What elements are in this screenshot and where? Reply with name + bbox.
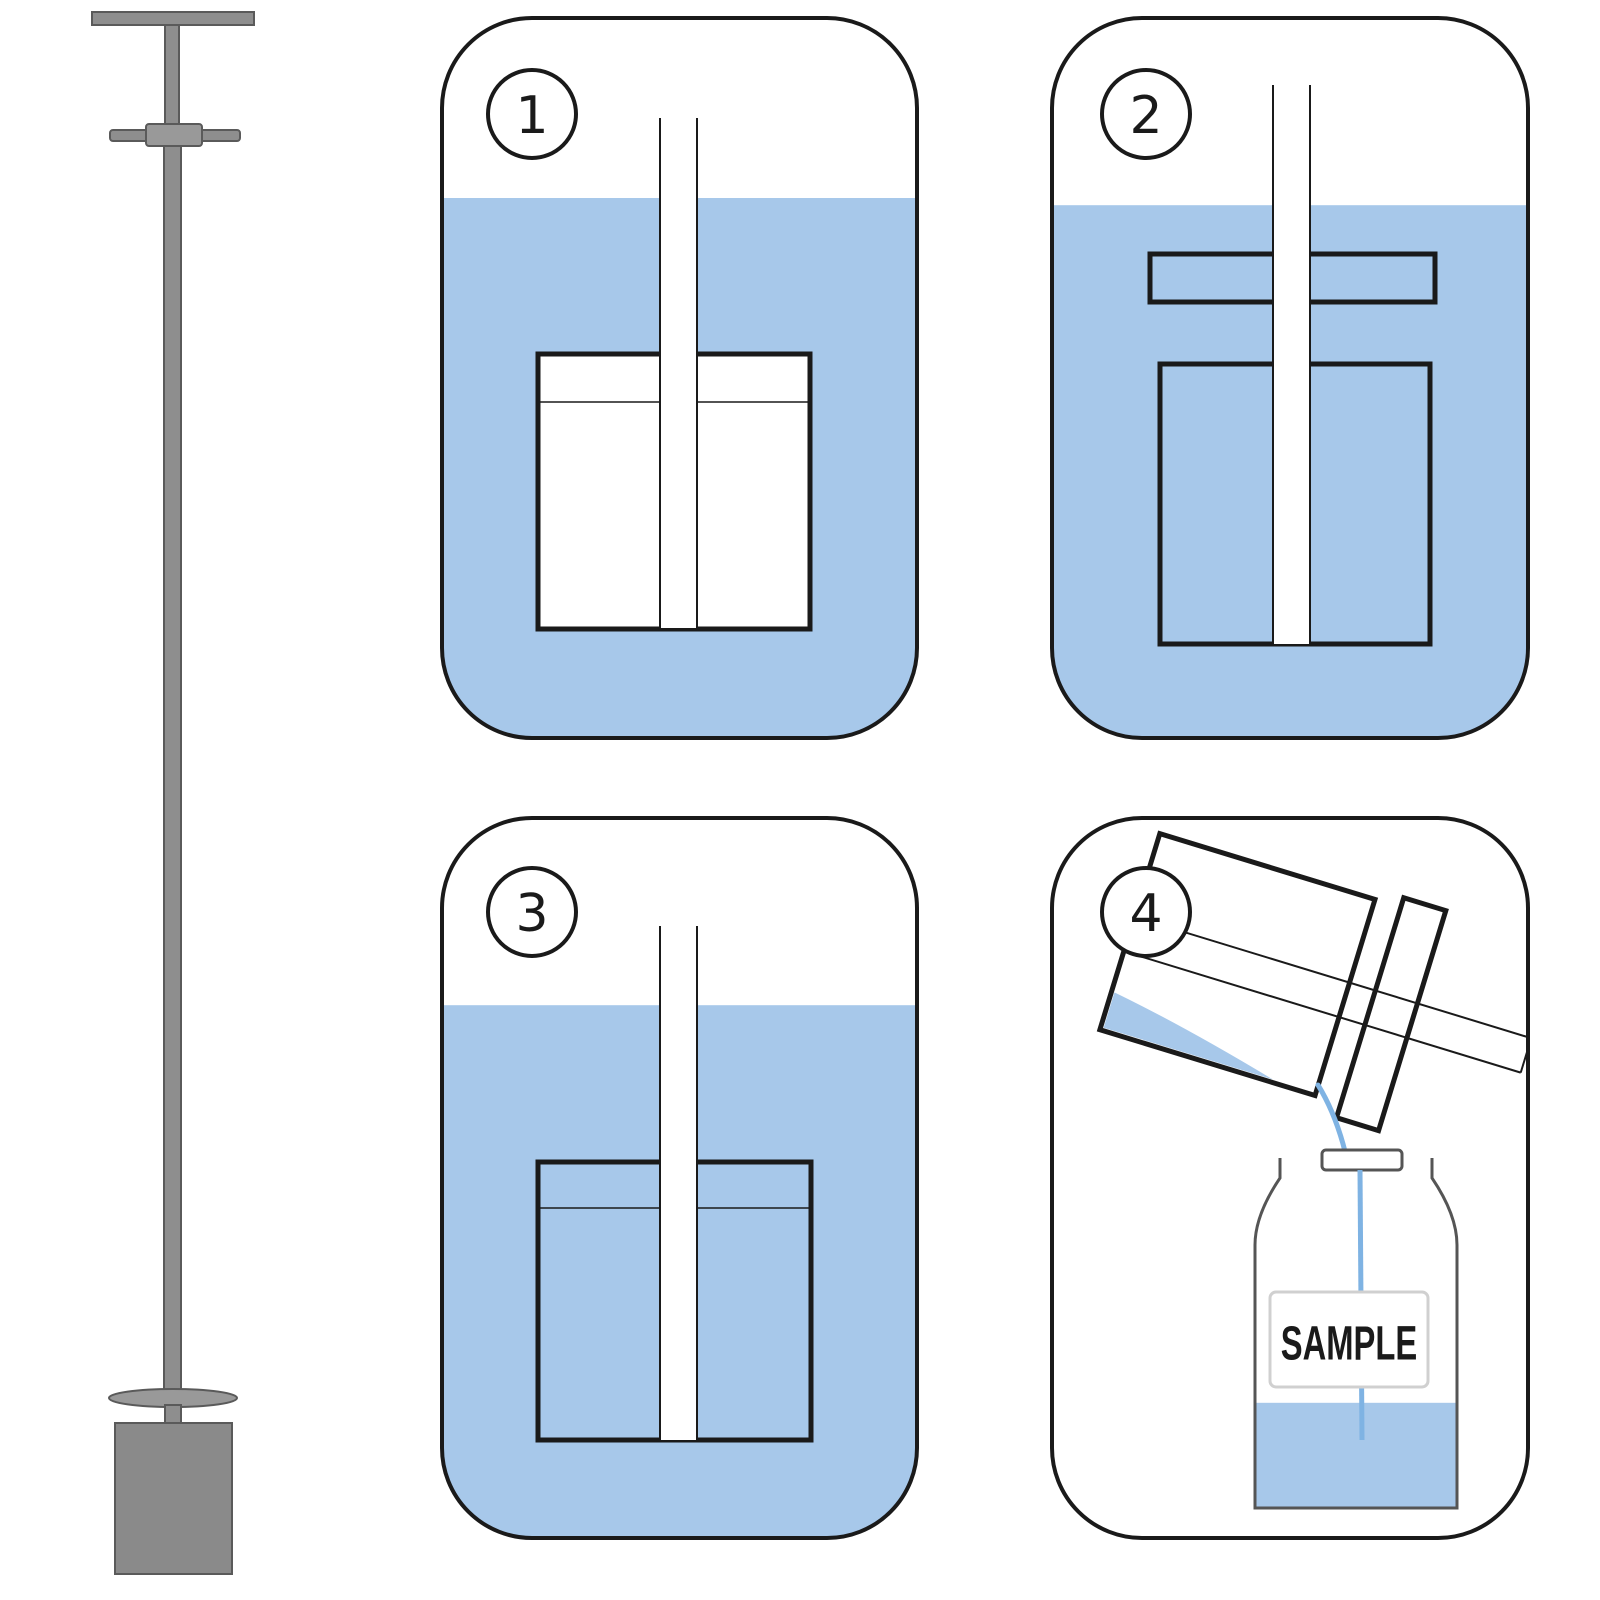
tilted-lid <box>1333 894 1449 1134</box>
bottle-water <box>1255 1402 1457 1508</box>
sample-label-text: SAMPLE <box>1281 1316 1417 1370</box>
sample-bottle: SAMPLE <box>1253 1148 1459 1510</box>
rod <box>1273 85 1310 644</box>
rod-bottom-edge <box>1123 950 1522 1074</box>
sample-label-box <box>1268 1290 1430 1389</box>
step-number: 2 <box>1129 86 1162 146</box>
sample-cup <box>114 1422 233 1575</box>
t-handle-stem <box>164 24 180 134</box>
rod-through-lid-bottom <box>1364 1024 1408 1039</box>
cup-residual-water <box>1103 992 1273 1080</box>
lower-connector <box>164 1404 182 1424</box>
panel-border <box>1050 816 1530 1540</box>
step-number-circle <box>486 68 578 160</box>
step-number-circle <box>486 866 578 958</box>
step-2-panel: 2 <box>1050 16 1530 740</box>
upper-collar <box>145 123 203 147</box>
rod <box>660 118 697 628</box>
step-number-circle <box>1100 866 1192 958</box>
step-1-panel: 1 <box>440 16 919 740</box>
step-4-panel: SAMPLE 4 <box>1050 816 1530 1540</box>
step-number: 4 <box>1129 884 1162 944</box>
t-handle-bar <box>91 11 255 26</box>
bottle-cap-rim <box>1320 1148 1404 1172</box>
step-number: 3 <box>515 884 548 944</box>
rod <box>660 926 697 1440</box>
step-number-circle <box>1100 68 1192 160</box>
panel-border <box>440 16 919 740</box>
rod-through-lid-top <box>1375 989 1418 1005</box>
bottle-outline <box>1253 1158 1459 1510</box>
rod-cap <box>1519 1037 1528 1073</box>
panel-border <box>440 816 919 1540</box>
panel-border <box>1050 16 1530 740</box>
tilted-sampler <box>1096 830 1528 1134</box>
sampler-pole-device <box>91 11 255 1575</box>
main-shaft <box>163 145 182 1397</box>
step-number: 1 <box>515 86 548 146</box>
rod-top-edge <box>1134 915 1528 1040</box>
step-3-panel: 3 <box>440 816 919 1540</box>
